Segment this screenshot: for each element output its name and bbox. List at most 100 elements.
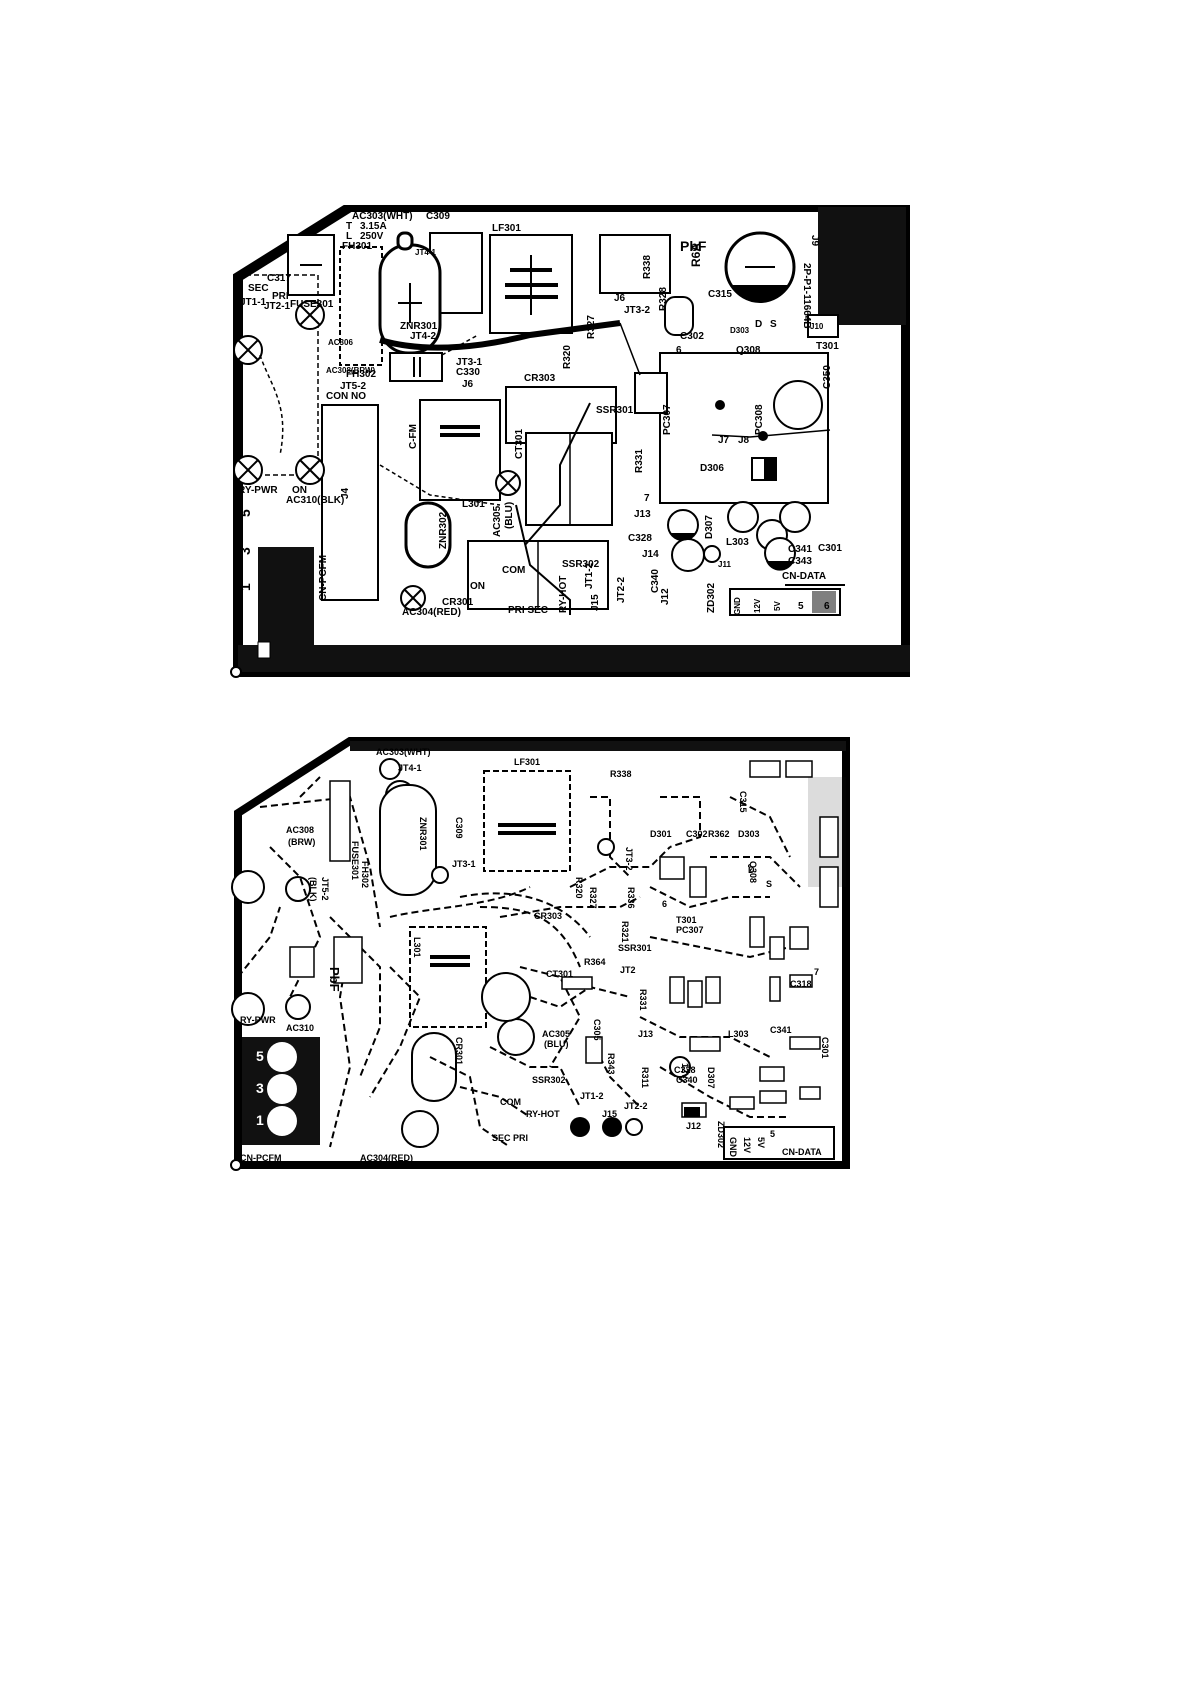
label-fh302: FH302 bbox=[346, 369, 376, 380]
fuse-l: L bbox=[346, 231, 352, 242]
label-lf301: LF301 bbox=[492, 223, 521, 234]
b-label-d303: D303 bbox=[738, 829, 760, 839]
fuse-voltage: 250V bbox=[360, 231, 384, 242]
label-fuse301: FUSE301 bbox=[290, 299, 334, 310]
label-c328: C328 bbox=[628, 533, 652, 544]
b-label-blu: (BLU) bbox=[544, 1039, 569, 1049]
b-label-jt2-2: JT2-2 bbox=[624, 1101, 648, 1111]
label-jt1-1: JT1-1 bbox=[240, 297, 267, 308]
label-j15: J15 bbox=[590, 594, 601, 611]
label-ry-hot: RY-HOT bbox=[558, 576, 569, 613]
b-label-pc307: PC307 bbox=[676, 925, 704, 935]
label-com: COM bbox=[502, 565, 525, 576]
label-r6a: R6A bbox=[689, 243, 703, 267]
b-label-c302: C302 bbox=[686, 829, 708, 839]
b-label-ct301: CT301 bbox=[546, 969, 573, 979]
label-zd302: ZD302 bbox=[706, 583, 717, 613]
b-label-s: S bbox=[766, 879, 772, 889]
label-j9: J9 bbox=[809, 235, 820, 247]
label-pc308: PC308 bbox=[754, 404, 765, 435]
label-t301: T301 bbox=[816, 341, 839, 352]
label-pin6: 6 bbox=[676, 345, 682, 356]
label-r320: R320 bbox=[562, 345, 573, 369]
b-label-j15: J15 bbox=[602, 1109, 617, 1119]
label-pin7: 7 bbox=[644, 493, 650, 504]
label-jt3-2: JT3-2 bbox=[624, 305, 651, 316]
label-jt2-1: JT2-1 bbox=[264, 301, 291, 312]
label-cn-pcfm: CN-PCFM bbox=[318, 555, 329, 601]
b-label-ry-pwr: RY-PWR bbox=[240, 1015, 276, 1025]
pcb-top-component-side: AC303(WHT) C309 LF301 T 3.15A L 250V FH3… bbox=[230, 205, 910, 678]
label-jt4-1: JT4-1 bbox=[415, 248, 436, 257]
b-label-pin7: 7 bbox=[814, 967, 819, 977]
b-label-ac303: AC303(WHT) bbox=[376, 747, 431, 757]
label-c-fm: C-FM bbox=[408, 424, 419, 449]
b-label-r336: R336 bbox=[626, 887, 636, 909]
b-label-sec-pri: SEC PRI bbox=[492, 1133, 528, 1143]
label-j11: J11 bbox=[718, 560, 731, 569]
b-label-c340: C340 bbox=[676, 1075, 698, 1085]
b-label-ac308: AC308 bbox=[286, 825, 314, 835]
label-ac310: AC310(BLK) bbox=[286, 495, 344, 506]
label-on2: ON bbox=[470, 581, 485, 592]
b-label-ac310: AC310 bbox=[286, 1023, 314, 1033]
b-label-d301: D301 bbox=[650, 829, 672, 839]
label-5v: 5V bbox=[773, 601, 782, 611]
label-jt2-2: JT2-2 bbox=[616, 576, 627, 603]
b-label-r327: R327 bbox=[588, 887, 598, 909]
b-label-pin3: 3 bbox=[256, 1080, 264, 1096]
label-con-no: CON NO bbox=[326, 391, 366, 402]
label-sec: SEC bbox=[248, 283, 269, 294]
label-on: ON bbox=[292, 485, 307, 496]
label-jt5-2: JT5-2 bbox=[340, 381, 367, 392]
b-label-j12: J12 bbox=[686, 1121, 701, 1131]
fuse-rating: 3.15A bbox=[360, 221, 387, 232]
b-label-c309: C309 bbox=[454, 817, 464, 839]
label-ssr302: SSR302 bbox=[562, 559, 600, 570]
label-cn-pin5: 5 bbox=[798, 601, 804, 612]
b-label-blk: (BLK) bbox=[308, 877, 318, 902]
b-label-r311: R311 bbox=[640, 1067, 650, 1088]
b-label-pin6: 6 bbox=[662, 899, 667, 909]
label-r328: R328 bbox=[658, 287, 669, 311]
b-label-c305: C305 bbox=[592, 1019, 602, 1041]
label-c341: C341 bbox=[788, 544, 812, 555]
b-label-c315: C315 bbox=[738, 791, 748, 813]
b-label-cn-data: CN-DATA bbox=[782, 1147, 822, 1157]
b-label-cr301: CR301 bbox=[454, 1037, 464, 1065]
label-c330: C330 bbox=[456, 367, 480, 378]
label-ct301: CT301 bbox=[514, 429, 525, 459]
label-j13: J13 bbox=[634, 509, 651, 520]
b-label-jt2: JT2 bbox=[620, 965, 636, 975]
label-c350: C350 bbox=[822, 365, 833, 389]
label-jt1-2: JT1-2 bbox=[584, 562, 595, 589]
b-label-jt4-1: JT4-1 bbox=[398, 763, 422, 773]
label-c340: C340 bbox=[650, 569, 661, 593]
label-j10: J10 bbox=[810, 322, 824, 331]
label-ssr301: SSR301 bbox=[596, 405, 634, 416]
label-cr303: CR303 bbox=[524, 373, 556, 384]
pcb-bottom-solder-side: AC303(WHT) LF301 R338 C309 C315 C302 R36… bbox=[230, 737, 850, 1171]
label-ac304: AC304(RED) bbox=[402, 607, 461, 618]
label-jt4-2: JT4-2 bbox=[410, 331, 437, 342]
label-d307: D307 bbox=[704, 515, 715, 539]
b-label-r338: R338 bbox=[610, 769, 632, 779]
b-label-cn-pcfm: CN-PCFM bbox=[240, 1153, 282, 1163]
label-ry-pwr: RY-PWR bbox=[238, 485, 278, 496]
label-znr302: ZNR302 bbox=[438, 511, 449, 549]
b-label-pin5: 5 bbox=[256, 1048, 264, 1064]
label-ac306: AC306 bbox=[328, 338, 353, 347]
b-label-12v: 12V bbox=[742, 1137, 752, 1153]
label-ac305: AC305 bbox=[492, 505, 503, 537]
label-c302: C302 bbox=[680, 331, 704, 342]
label-pbf: PbF bbox=[680, 238, 707, 254]
b-label-q308: Q308 bbox=[748, 861, 758, 883]
label-d306: D306 bbox=[700, 463, 724, 474]
label-c315: C315 bbox=[708, 289, 732, 300]
label-r331: R331 bbox=[634, 449, 645, 473]
label-ac303: AC303(WHT) bbox=[352, 211, 413, 222]
b-label-cr303: CR303 bbox=[534, 911, 562, 921]
b-label-pbf: PbF bbox=[327, 967, 342, 992]
label-zn301: ZNR301 bbox=[400, 321, 438, 332]
label-q308: Q308 bbox=[736, 345, 761, 356]
